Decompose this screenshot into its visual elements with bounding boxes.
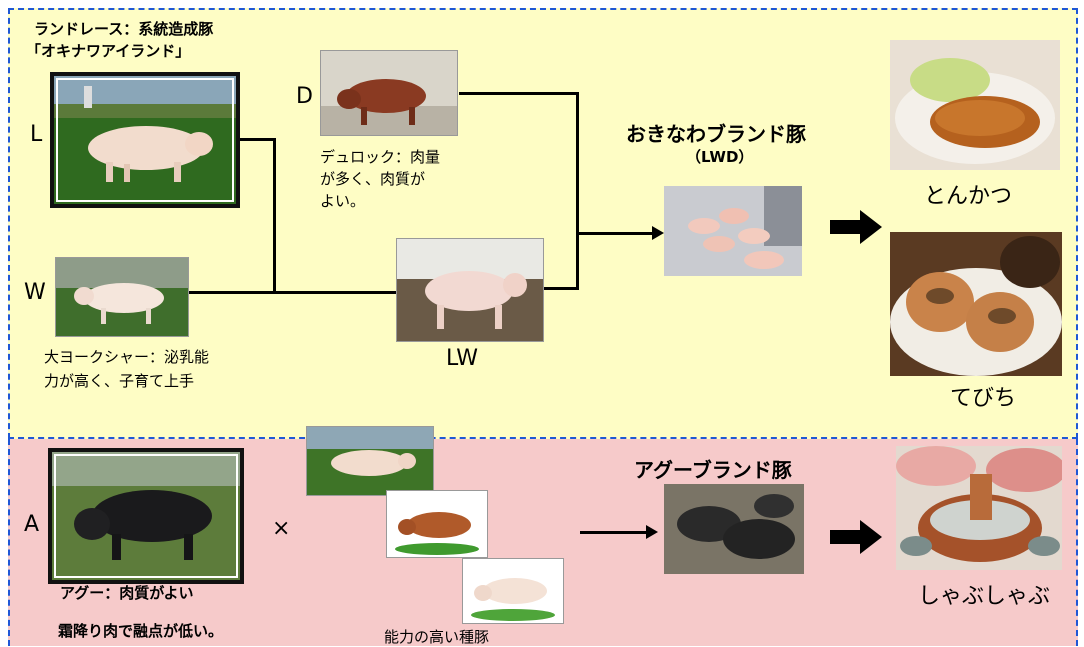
landrace-pig-photo	[50, 72, 240, 208]
duroc-note-line3: よい。	[320, 192, 366, 210]
label-L: L	[30, 122, 43, 147]
connector-to-agu-brand	[580, 531, 650, 534]
connector-W	[189, 291, 396, 294]
connector-D	[459, 92, 579, 95]
agu-pig-photo	[48, 448, 244, 584]
label-LW: LW	[446, 346, 478, 371]
tonkatsu-dish-photo	[890, 40, 1060, 170]
agu-note-line2: 霜降り肉で融点が低い。	[58, 622, 224, 640]
label-A: A	[24, 512, 40, 537]
dish-shabushabu: しゃぶしゃぶ	[918, 584, 1051, 609]
tebichi-dish-photo	[890, 232, 1062, 376]
breed-duroc-photo	[386, 490, 488, 558]
connector-D-vertical	[576, 92, 579, 290]
lw-pig-photo	[396, 238, 544, 342]
yorkshire-note-line1: 大ヨークシャー：泌乳能	[44, 348, 210, 366]
breed-large-white-photo	[462, 558, 564, 624]
dish-tebichi: てびち	[950, 386, 1017, 411]
okinawa-brand-title: おきなわブランド豚	[626, 122, 806, 146]
label-D: D	[296, 84, 313, 109]
breeds-caption: 能力の高い種豚	[384, 628, 490, 646]
right-arrow-icon	[830, 210, 882, 244]
agu-pigs-photo	[664, 484, 804, 574]
agu-brand-title: アグーブランド豚	[634, 458, 792, 482]
label-W: W	[24, 280, 46, 305]
okinawa-brand-code: （LWD）	[686, 148, 754, 166]
duroc-pig-photo	[320, 50, 458, 136]
right-arrow-icon	[830, 520, 882, 554]
agu-note-line1: アグー：肉質がよい	[60, 584, 194, 602]
connector-to-brand	[578, 232, 654, 235]
shabushabu-dish-photo	[896, 446, 1062, 570]
connector-LW	[544, 287, 579, 290]
connector-L	[240, 138, 276, 141]
dish-tonkatsu: とんかつ	[924, 184, 1013, 209]
yorkshire-note-line2: 力が高く、子育て上手	[44, 372, 195, 390]
large-white-pig-photo	[55, 257, 189, 337]
landrace-title-line2: 「オキナワアイランド」	[26, 42, 191, 60]
connector-L-vertical	[273, 138, 276, 294]
right-arrow-icon	[646, 525, 658, 539]
duroc-note-line1: デュロック：肉量	[320, 148, 441, 166]
cross-symbol: ×	[272, 516, 291, 541]
right-arrow-icon	[652, 226, 664, 240]
duroc-note-line2: が多く、肉質が	[320, 170, 426, 188]
breed-landrace-photo	[306, 426, 434, 496]
landrace-title-line1: ランドレース：系統造成豚	[34, 20, 214, 38]
piglets-photo	[664, 186, 802, 276]
